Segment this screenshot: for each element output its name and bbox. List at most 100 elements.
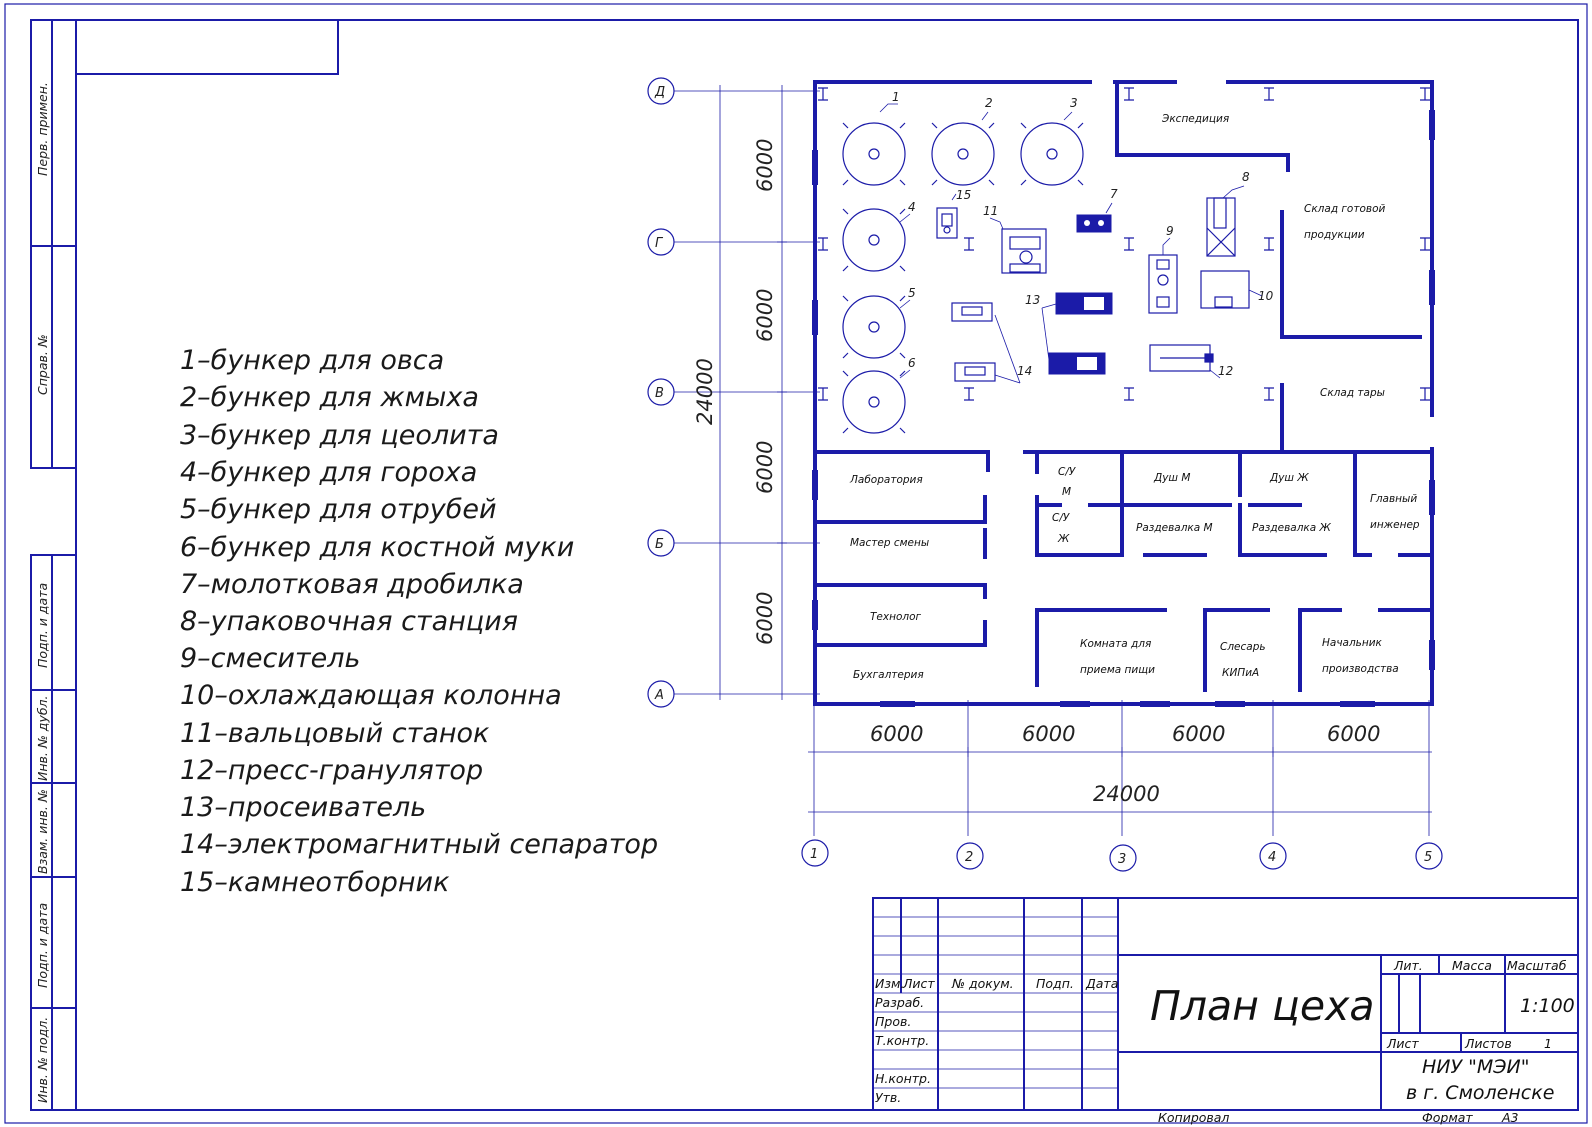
drawing-frame	[4, 3, 1588, 1124]
eq-num-14: 14	[1017, 364, 1032, 378]
tb-col-sign: Подп.	[1036, 976, 1074, 991]
legend-item: 13–просеиватель	[180, 792, 426, 823]
eq-num-3: 3	[1070, 96, 1078, 110]
tb-utv: Утв.	[875, 1090, 901, 1105]
dim-col-3: 6000	[1172, 722, 1225, 746]
tb-col-date: Дата	[1085, 976, 1118, 991]
room-chief-eng-2: инженер	[1370, 519, 1420, 531]
tb-tkontr: Т.контр.	[875, 1033, 929, 1048]
axis-bubble-3	[1109, 844, 1137, 872]
tb-sheet: Лист	[1386, 1036, 1419, 1051]
eq-num-12: 12	[1218, 364, 1233, 378]
room-dining-1: Комната для	[1080, 638, 1151, 650]
tb-massa: Масса	[1452, 958, 1492, 973]
room-dining-2: приема пищи	[1080, 664, 1155, 676]
room-changing-f: Раздевалка Ж	[1252, 522, 1332, 534]
dim-row-4: 6000	[753, 592, 777, 645]
room-wc-m-2: М	[1062, 486, 1071, 498]
legend-item: 14–электромагнитный сепаратор	[180, 829, 658, 860]
equipment-12-pellet-press	[1149, 344, 1214, 372]
side-label-sprav: Справ. №	[35, 334, 50, 395]
legend-item: 11–вальцовый станок	[180, 718, 490, 749]
windows	[812, 110, 1435, 707]
tb-sheets-n: 1	[1544, 1036, 1552, 1051]
room-shower-m: Душ М	[1153, 472, 1190, 484]
eq-num-10: 10	[1258, 289, 1274, 303]
tb-org-2: в г. Смоленске	[1406, 1082, 1554, 1104]
dimension-lines: 6000 6000 6000 6000 24000 6000 6000 6000…	[693, 85, 1432, 813]
axis-label-b: Б	[655, 537, 664, 552]
axis-bubble-4	[1259, 842, 1287, 870]
eq-num-15: 15	[956, 188, 971, 202]
axis-label-2: 2	[965, 850, 973, 865]
title-block: Изм. Лист № докум. Подп. Дата Разраб. Пр…	[872, 897, 1579, 1125]
dim-row-2: 6000	[753, 289, 777, 342]
tb-nkontr: Н.контр.	[875, 1071, 931, 1086]
eq-num-13: 13	[1025, 293, 1040, 307]
bunker-4	[842, 208, 906, 272]
axis-bubble-b	[647, 529, 675, 557]
side-label-perv: Перв. примен.	[35, 82, 50, 176]
eq-num-9: 9	[1166, 224, 1174, 238]
bunker-1	[842, 122, 906, 186]
room-finished-goods-1: Склад готовой	[1304, 203, 1386, 215]
equipment-numbers: 1 2 3 4 5 6 7 8 9 10 11 12 13 14 15	[892, 90, 1274, 378]
equipment-13-sifter	[1048, 292, 1113, 375]
room-tare: Склад тары	[1320, 387, 1385, 399]
axis-label-5: 5	[1424, 850, 1432, 865]
axis-bubble-v	[647, 378, 675, 406]
side-label-podp-1: Подп. и дата	[35, 583, 50, 668]
legend-item: 5–бункер для отрубей	[180, 494, 497, 525]
eq-num-4: 4	[908, 200, 916, 214]
bunker-3	[1020, 122, 1084, 186]
structural-columns	[818, 87, 1430, 401]
dim-row-3: 6000	[753, 441, 777, 494]
room-labels: Экспедиция Склад готовой продукции Склад…	[849, 113, 1420, 681]
axis-label-a: А	[654, 688, 664, 703]
axis-bubble-d	[647, 77, 675, 105]
side-label-inv-podl: Инв. № подл.	[35, 1017, 50, 1103]
side-label-podp-2: Подп. и дата	[35, 903, 50, 988]
axis-bubble-2	[956, 842, 984, 870]
bunker-5	[842, 295, 906, 359]
axis-grid: Д Г В Б А 1 2 3 4 5	[647, 77, 1443, 872]
room-head-1: Начальник	[1322, 637, 1383, 649]
equipment-9-mixer	[1148, 254, 1178, 314]
axis-label-3: 3	[1118, 852, 1126, 867]
equipment: 1 2 3 4 5 6 7 8 9 10 11 12 13 14 15	[879, 90, 1274, 384]
axis-label-1: 1	[810, 847, 818, 862]
equipment-15-stone-separator	[936, 207, 958, 239]
axis-bubble-5	[1415, 842, 1443, 870]
bunkers	[842, 122, 1084, 434]
tb-prov: Пров.	[875, 1014, 911, 1029]
dim-total-h: 24000	[1093, 782, 1160, 806]
equipment-8-packing-station	[1206, 197, 1236, 257]
legend-item: 1–бункер для овса	[180, 345, 444, 376]
legend-item: 2–бункер для жмыха	[180, 382, 479, 413]
axis-label-d: Д	[654, 85, 665, 100]
building-walls	[813, 80, 1434, 706]
equipment-10-cooling-column	[1200, 270, 1250, 309]
tb-copied: Копировал	[1158, 1110, 1229, 1125]
room-changing-m: Раздевалка М	[1136, 522, 1213, 534]
eq-num-2: 2	[985, 96, 993, 110]
room-wc-m-1: С/У	[1058, 466, 1076, 478]
legend-item: 8–упаковочная станция	[180, 606, 518, 637]
eq-num-5: 5	[908, 286, 916, 300]
legend-item: 15–камнеотборник	[180, 867, 450, 898]
tb-org-1: НИУ "МЭИ"	[1422, 1056, 1529, 1078]
axis-label-v: В	[655, 386, 664, 401]
dim-col-4: 6000	[1327, 722, 1380, 746]
tb-col-list: Лист	[902, 976, 935, 991]
axis-bubble-g	[647, 228, 675, 256]
room-accounting: Бухгалтерия	[853, 669, 924, 681]
tb-razrab: Разраб.	[875, 995, 924, 1010]
tb-scale: 1:100	[1520, 995, 1575, 1017]
equipment-7-hammer-crusher	[1076, 214, 1112, 233]
room-shower-f: Душ Ж	[1269, 472, 1309, 484]
room-locksmith-2: КИПиА	[1222, 667, 1259, 679]
bunker-6	[842, 370, 906, 434]
legend-item: 12–пресс-гранулятор	[180, 755, 483, 786]
tb-masshtab: Масштаб	[1507, 958, 1567, 973]
room-head-2: производства	[1322, 663, 1399, 675]
